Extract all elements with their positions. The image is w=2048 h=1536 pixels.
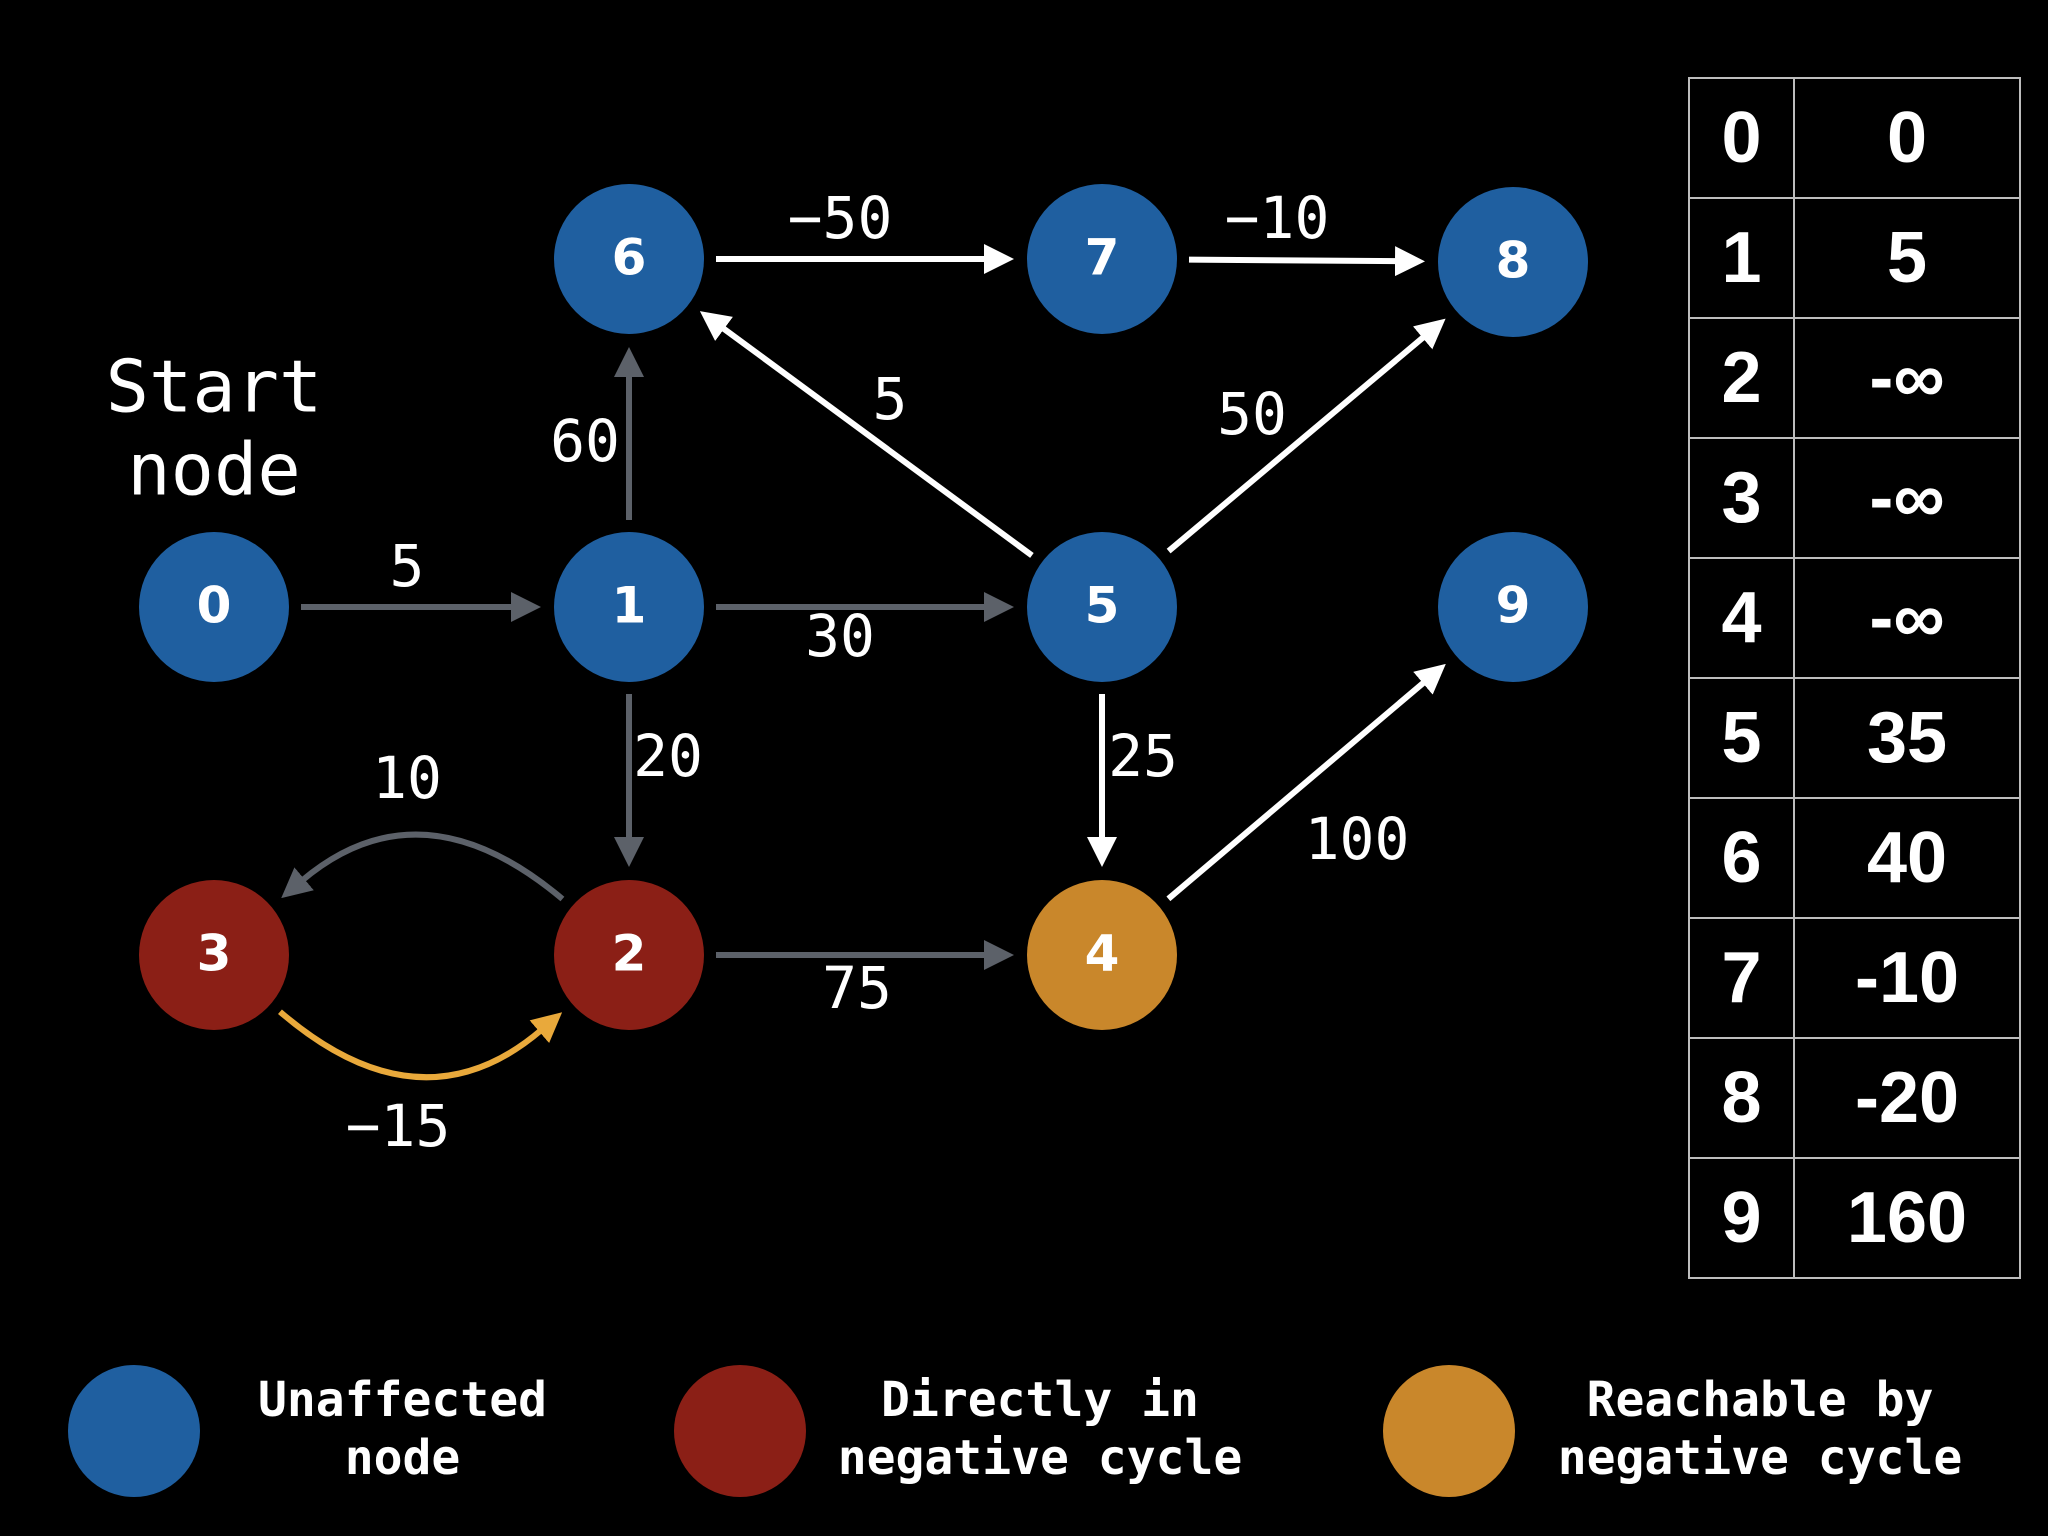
table-distance-value: 5 <box>1793 197 2021 319</box>
node-label-5: 5 <box>1085 577 1120 635</box>
edge-2-3 <box>281 831 565 902</box>
edge-7-8 <box>1188 246 1425 277</box>
table-distance-value: -∞ <box>1793 317 2021 439</box>
node-circle-4 <box>1027 880 1177 1030</box>
node-1: 1 <box>554 532 704 682</box>
table-distance-value: -20 <box>1793 1037 2021 1159</box>
node-label-3: 3 <box>197 925 232 983</box>
node-label-6: 6 <box>612 229 647 287</box>
table-distance-value: -10 <box>1793 917 2021 1039</box>
node-5: 5 <box>1027 532 1177 682</box>
table-distance-value: 0 <box>1793 77 2021 199</box>
nodes-layer: 0 1 2 3 4 5 6 7 8 9 <box>139 184 1588 1030</box>
node-circle-2 <box>554 880 704 1030</box>
legend-label-line: Reachable by <box>1586 1372 1934 1428</box>
legend-swatch <box>674 1365 806 1497</box>
start-label-line: node <box>127 428 300 512</box>
table-distance-value: 40 <box>1793 797 2021 919</box>
node-label-7: 7 <box>1085 229 1120 287</box>
table-row: 2-∞ <box>1688 317 2021 439</box>
node-label-0: 0 <box>197 577 232 635</box>
table-node-index: 0 <box>1688 77 1795 199</box>
table-node-index: 1 <box>1688 197 1795 319</box>
node-8: 8 <box>1438 187 1588 337</box>
node-circle-1 <box>554 532 704 682</box>
node-label-1: 1 <box>612 577 647 635</box>
edge-weight-1-5: 30 <box>805 602 875 670</box>
table-row: 4-∞ <box>1688 557 2021 679</box>
edge-weight-5-6: 5 <box>873 365 908 433</box>
legend-label-line: negative cycle <box>1557 1430 1963 1486</box>
edge-4-9 <box>1166 663 1446 902</box>
node-circle-6 <box>554 184 704 334</box>
edge-weight-5-4: 25 <box>1108 722 1178 790</box>
edge-weight-1-2: 20 <box>633 722 703 790</box>
node-circle-9 <box>1438 532 1588 682</box>
legend-label-line: Directly in <box>881 1372 1199 1428</box>
legend-label-line: node <box>344 1430 461 1486</box>
edge-weight-1-6: 60 <box>550 407 620 475</box>
node-7: 7 <box>1027 184 1177 334</box>
node-6: 6 <box>554 184 704 334</box>
edge-weight-2-3: 10 <box>372 744 442 812</box>
table-row: 8-20 <box>1688 1037 2021 1159</box>
edge-weight-2-4: 75 <box>822 954 892 1022</box>
node-circle-5 <box>1027 532 1177 682</box>
node-circle-3 <box>139 880 289 1030</box>
legend-label-line: Unaffected <box>258 1372 547 1428</box>
legend-swatch <box>68 1365 200 1497</box>
edge-weight-5-8: 50 <box>1217 380 1287 448</box>
edge-weight-4-9: 100 <box>1305 805 1410 873</box>
edges-layer <box>278 244 1446 1081</box>
edge-weight-7-8: −10 <box>1225 184 1330 252</box>
table-distance-value: 160 <box>1793 1157 2021 1279</box>
edge-5-8 <box>1166 318 1446 554</box>
legend-swatch <box>1383 1365 1515 1497</box>
edge-3-2 <box>278 1009 563 1081</box>
edge-weight-3-2: −15 <box>346 1092 451 1160</box>
edge-5-6 <box>699 311 1034 558</box>
table-node-index: 3 <box>1688 437 1795 559</box>
table-node-index: 4 <box>1688 557 1795 679</box>
node-4: 4 <box>1027 880 1177 1030</box>
node-9: 9 <box>1438 532 1588 682</box>
node-circle-7 <box>1027 184 1177 334</box>
table-node-index: 6 <box>1688 797 1795 919</box>
table-distance-value: -∞ <box>1793 437 2021 559</box>
node-0: 0 <box>139 532 289 682</box>
node-2: 2 <box>554 880 704 1030</box>
legend-label-line: negative cycle <box>837 1430 1243 1486</box>
table-node-index: 2 <box>1688 317 1795 439</box>
node-label-9: 9 <box>1496 577 1531 635</box>
table-node-index: 8 <box>1688 1037 1795 1159</box>
node-label-8: 8 <box>1496 232 1531 290</box>
edge-weight-6-7: −50 <box>788 184 893 252</box>
table-node-index: 5 <box>1688 677 1795 799</box>
node-3: 3 <box>139 880 289 1030</box>
node-label-2: 2 <box>612 925 647 983</box>
table-node-index: 9 <box>1688 1157 1795 1279</box>
node-circle-8 <box>1438 187 1588 337</box>
table-distance-value: -∞ <box>1793 557 2021 679</box>
table-row: 7-10 <box>1688 917 2021 1039</box>
table-row: 3-∞ <box>1688 437 2021 559</box>
table-node-index: 7 <box>1688 917 1795 1039</box>
start-label-line: Start <box>106 345 323 429</box>
table-distance-value: 35 <box>1793 677 2021 799</box>
edge-weight-0-1: 5 <box>390 532 425 600</box>
node-label-4: 4 <box>1085 925 1120 983</box>
node-circle-0 <box>139 532 289 682</box>
